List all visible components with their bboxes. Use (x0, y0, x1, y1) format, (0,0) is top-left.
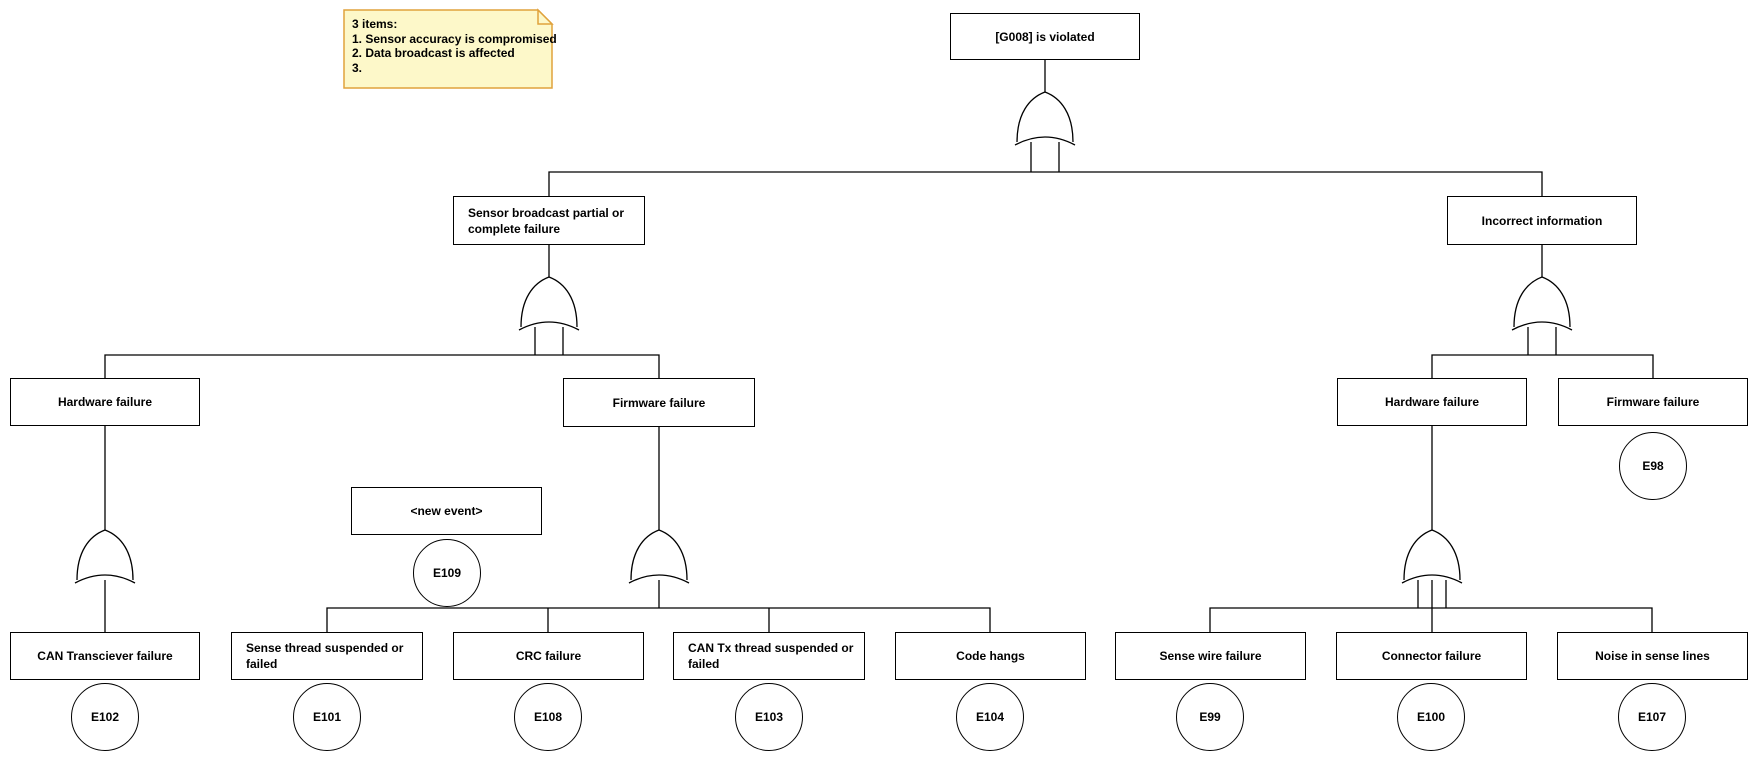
node-label-line: complete failure (468, 221, 561, 236)
node-label: Connector failure (1381, 649, 1482, 663)
node-incorrect-information[interactable]: Incorrect information (1447, 196, 1637, 245)
event-e107-label: E107 (1637, 710, 1667, 724)
node-noise-in-sense-lines[interactable]: Noise in sense lines (1557, 632, 1748, 680)
node-code-hangs[interactable]: Code hangs (895, 632, 1086, 680)
connector-fwleft-or-children (326, 575, 991, 632)
or-gate-incorrect-info[interactable] (1511, 276, 1573, 331)
node-label: Sense wire failure (1159, 649, 1262, 663)
gate-input-connectors (104, 60, 1543, 530)
event-e103-label: E103 (754, 710, 784, 724)
node-label: CAN Transciever failure (37, 649, 173, 663)
event-e108[interactable]: E108 (514, 683, 582, 751)
node-label: Code hangs (956, 649, 1025, 663)
node-can-tx-thread-suspended[interactable]: CAN Tx thread suspended or failed (673, 632, 865, 680)
or-gate-sensor-broadcast[interactable] (518, 276, 580, 331)
node-new-event[interactable]: <new event> (351, 487, 542, 535)
or-gate-hardware-right[interactable] (1401, 529, 1463, 584)
node-firmware-failure-left[interactable]: Firmware failure (563, 378, 755, 427)
event-e101-label: E101 (312, 710, 342, 724)
event-e99-label: E99 (1199, 710, 1221, 724)
connector-incorrect-or-children (1431, 323, 1654, 378)
node-can-transciever-failure[interactable]: CAN Transciever failure (10, 632, 200, 680)
node-goal[interactable]: [G008] is violated (950, 13, 1140, 60)
node-sensor-broadcast-failure[interactable]: Sensor broadcast partial or complete fai… (453, 196, 645, 245)
node-label: Incorrect information (1481, 213, 1603, 228)
note-line: 3. (352, 60, 363, 75)
node-label-line: Sensor broadcast partial or (468, 205, 625, 220)
event-e103[interactable]: E103 (735, 683, 803, 751)
sticky-note-shape[interactable] (343, 9, 553, 89)
note-line: 1. Sensor accuracy is compromised (352, 31, 557, 46)
event-e107[interactable]: E107 (1618, 683, 1686, 751)
node-label: CRC failure (515, 649, 582, 663)
node-label-line: failed (246, 657, 278, 671)
node-crc-failure[interactable]: CRC failure (453, 632, 644, 680)
node-hardware-failure-left[interactable]: Hardware failure (10, 378, 200, 426)
node-firmware-failure-right[interactable]: Firmware failure (1558, 378, 1748, 426)
node-label: Firmware failure (1606, 395, 1700, 409)
node-sense-thread-suspended[interactable]: Sense thread suspended or failed (231, 632, 423, 680)
event-e98[interactable]: E98 (1619, 432, 1687, 500)
node-sense-wire-failure[interactable]: Sense wire failure (1115, 632, 1306, 680)
event-e101[interactable]: E101 (293, 683, 361, 751)
event-e99[interactable]: E99 (1176, 683, 1244, 751)
node-label-line: Sense thread suspended or (246, 641, 404, 655)
event-e98-label: E98 (1642, 459, 1664, 473)
event-e102-label: E102 (90, 710, 120, 724)
event-e100[interactable]: E100 (1397, 683, 1465, 751)
node-label: Noise in sense lines (1595, 649, 1710, 663)
node-label-line: CAN Tx thread suspended or (688, 641, 854, 655)
note-fold-icon (537, 8, 554, 25)
event-e108-label: E108 (533, 710, 563, 724)
node-hardware-failure-right[interactable]: Hardware failure (1337, 378, 1527, 426)
note-line: 2. Data broadcast is affected (352, 46, 515, 60)
or-gate-firmware-left[interactable] (628, 529, 690, 584)
connector-top-or-children (548, 138, 1543, 196)
node-label: Hardware failure (57, 395, 153, 409)
node-label: Firmware failure (612, 395, 706, 410)
or-gate-hardware-left[interactable] (74, 529, 136, 584)
sticky-note[interactable]: 3 items: 1. Sensor accuracy is compromis… (344, 10, 557, 88)
event-e104-label: E104 (975, 710, 1005, 724)
event-e109-label: E109 (432, 566, 462, 580)
event-e109[interactable]: E109 (413, 539, 481, 607)
event-e102[interactable]: E102 (71, 683, 139, 751)
node-label-line: failed (688, 657, 720, 671)
or-gate-top[interactable] (1014, 91, 1076, 146)
node-label: Hardware failure (1384, 395, 1480, 409)
node-connector-failure[interactable]: Connector failure (1336, 632, 1527, 680)
event-e104[interactable]: E104 (956, 683, 1024, 751)
event-e100-label: E100 (1416, 710, 1446, 724)
note-line: 3 items: (352, 17, 398, 31)
node-goal-label: [G008] is violated (995, 29, 1095, 44)
connector-hwright-or-children (1209, 575, 1653, 632)
node-label: <new event> (410, 504, 483, 518)
connector-sensor-or-children (104, 323, 660, 378)
